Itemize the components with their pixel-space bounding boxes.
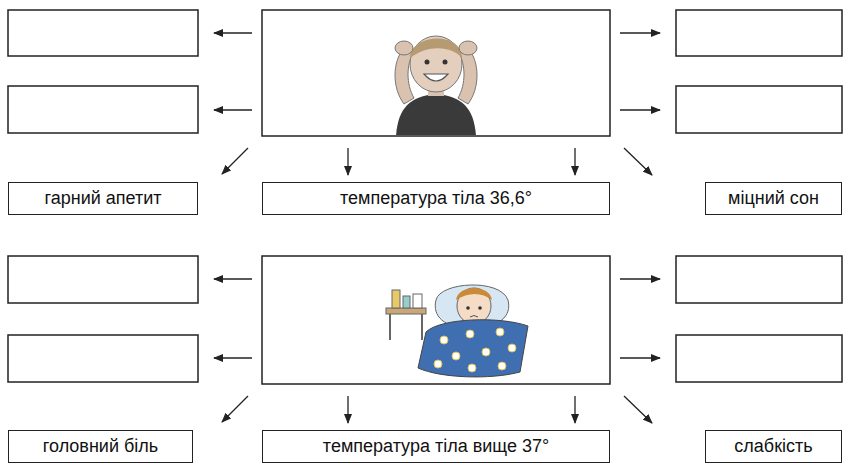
- text-box: температура тіла вище 37°: [262, 430, 610, 463]
- box-label: міцний сон: [728, 189, 819, 209]
- text-box: гарний апетит: [8, 182, 198, 215]
- box-label: слабкість: [734, 437, 812, 457]
- arrow: [214, 33, 660, 423]
- box-label: температура тіла 36,6°: [340, 189, 532, 209]
- text-box: головний біль: [8, 430, 193, 463]
- sick-boy: [386, 285, 528, 377]
- picture-box: [262, 10, 610, 136]
- text-box: міцний сон: [705, 182, 842, 215]
- box-label: гарний апетит: [45, 189, 162, 209]
- box-label: температура тіла вище 37°: [323, 437, 549, 457]
- picture-box: [262, 256, 610, 384]
- box-label: головний біль: [43, 437, 158, 457]
- healthy-boy: [395, 36, 477, 135]
- text-box: температура тіла 36,6°: [262, 182, 610, 215]
- text-box: слабкість: [705, 430, 842, 463]
